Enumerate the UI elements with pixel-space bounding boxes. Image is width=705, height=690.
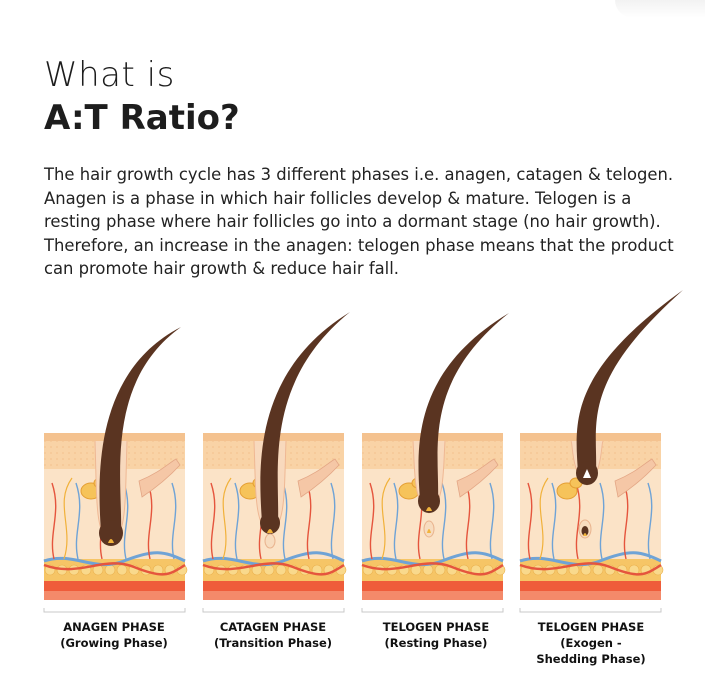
muscle-layer-lower xyxy=(203,591,344,600)
panel-bracket xyxy=(519,608,662,613)
arrector-pili-muscle xyxy=(614,458,657,498)
hair-bulb xyxy=(99,520,123,546)
skin-panel-catagen xyxy=(202,312,350,613)
phase-subtitle-2: Shedding Phase) xyxy=(536,652,646,666)
nerve xyxy=(222,477,232,560)
capillary xyxy=(234,482,240,560)
panel-bracket xyxy=(202,608,345,613)
dermal-papilla xyxy=(108,539,114,543)
vein xyxy=(519,551,662,567)
skin-panel-telogen xyxy=(361,313,509,613)
shed-notch xyxy=(583,469,591,478)
capillary xyxy=(441,482,447,560)
hair-bulb xyxy=(260,512,280,534)
panel-bracket xyxy=(43,608,186,613)
capillary xyxy=(123,482,129,560)
muscle-layer xyxy=(362,581,503,591)
capillary xyxy=(282,482,288,560)
muscle-layer xyxy=(520,581,661,591)
fat-cell xyxy=(592,564,604,576)
dermal-papilla xyxy=(427,529,431,533)
nerve xyxy=(63,477,73,560)
capillary xyxy=(393,482,399,560)
title-what-is: What is xyxy=(44,55,175,95)
nerve xyxy=(539,477,549,560)
capillary xyxy=(147,482,153,560)
phase-label-catagen: CATAGEN PHASE (Transition Phase) xyxy=(198,619,348,651)
artery xyxy=(519,562,662,576)
phase-label-exogen: TELOGEN PHASE (Exogen - Shedding Phase) xyxy=(516,619,666,667)
capillary xyxy=(599,482,605,560)
hair-shaft xyxy=(576,290,683,473)
arrector-pili-muscle xyxy=(297,458,340,498)
phase-name: TELOGEN PHASE xyxy=(382,620,490,634)
capillary xyxy=(623,482,629,560)
capillary xyxy=(306,482,312,560)
phase-label-anagen: ANAGEN PHASE (Growing Phase) xyxy=(39,619,189,651)
artery xyxy=(43,562,186,576)
dermal-papilla xyxy=(583,533,587,536)
panel-bracket xyxy=(361,608,504,613)
artery xyxy=(361,562,504,576)
hair-bulb xyxy=(418,489,440,513)
capillary xyxy=(575,482,581,560)
fat-cell xyxy=(422,564,434,576)
fat-cell xyxy=(434,564,446,576)
muscle-layer-lower xyxy=(362,591,503,600)
hair-shaft xyxy=(99,327,181,533)
capillary xyxy=(527,482,533,560)
title-at-ratio: A:T Ratio? xyxy=(44,98,240,138)
capillary xyxy=(171,482,177,560)
capillary xyxy=(465,482,471,560)
phase-subtitle: (Resting Phase) xyxy=(384,636,488,650)
phase-subtitle: (Growing Phase) xyxy=(60,636,168,650)
description: The hair growth cycle has 3 different ph… xyxy=(44,165,674,278)
capillary xyxy=(75,482,81,560)
capillary xyxy=(330,482,336,560)
capillary xyxy=(369,482,375,560)
fat-cell xyxy=(104,564,116,576)
phase-subtitle: (Exogen - xyxy=(560,636,622,650)
corner-shadow xyxy=(615,0,705,18)
regressing-follicle xyxy=(264,533,276,549)
capillary xyxy=(647,482,653,560)
nerve xyxy=(381,477,391,560)
skin-panel-exogen xyxy=(519,290,683,613)
arrector-pili-muscle xyxy=(138,458,181,498)
muscle-layer xyxy=(203,581,344,591)
skin-panel-anagen xyxy=(43,327,188,613)
vein xyxy=(43,551,186,567)
muscle-layer-lower xyxy=(44,591,185,600)
fat-cell xyxy=(275,564,287,576)
capillary xyxy=(51,482,57,560)
hair-shaft xyxy=(418,313,509,501)
fat-cell xyxy=(116,564,128,576)
dermal-papilla xyxy=(426,507,432,511)
arrector-pili-muscle xyxy=(456,458,499,498)
vein xyxy=(361,551,504,567)
vein xyxy=(202,551,345,567)
new-hair-bulb xyxy=(581,526,589,536)
fat-cell xyxy=(580,564,592,576)
fat-cell xyxy=(263,564,275,576)
phase-name: TELOGEN PHASE xyxy=(537,620,645,634)
muscle-layer-lower xyxy=(520,591,661,600)
hair-shaft xyxy=(260,312,350,523)
capillary xyxy=(489,482,495,560)
capillary xyxy=(210,482,216,560)
phase-name: ANAGEN PHASE xyxy=(63,620,165,634)
dermal-papilla xyxy=(267,529,273,533)
phase-name: CATAGEN PHASE xyxy=(219,620,327,634)
artery xyxy=(202,562,345,576)
muscle-layer xyxy=(44,581,185,591)
phase-label-telogen: TELOGEN PHASE (Resting Phase) xyxy=(361,619,511,651)
capillary xyxy=(551,482,557,560)
phase-subtitle: (Transition Phase) xyxy=(213,636,333,650)
